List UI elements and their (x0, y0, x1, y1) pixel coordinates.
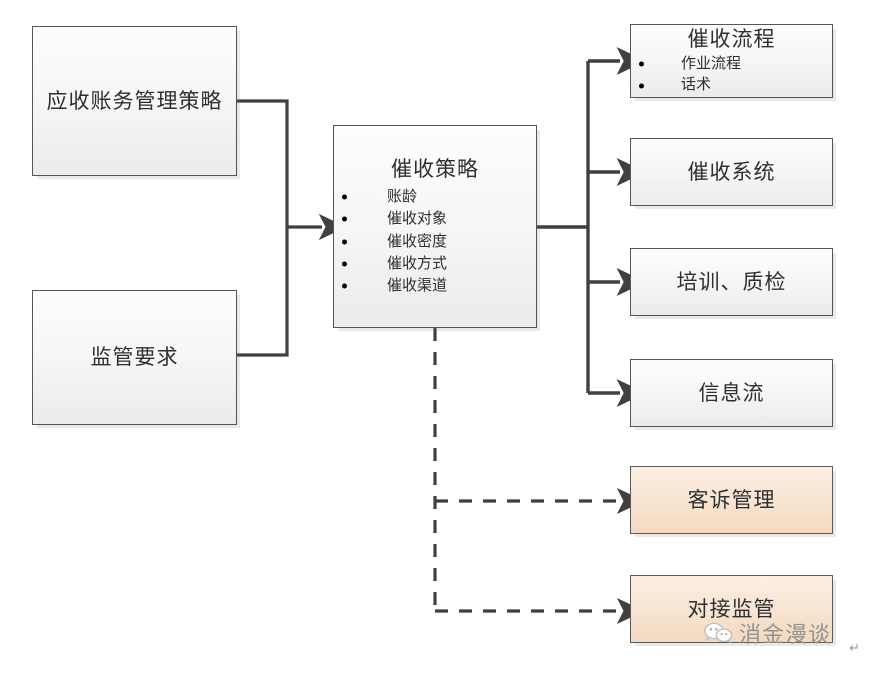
watermark-text: 消金漫谈 (739, 622, 832, 647)
node-information-flow[interactable]: 信息流 (630, 359, 833, 427)
bullet-dot (639, 61, 644, 67)
list-item: 作业流程 (631, 54, 832, 75)
watermark: 消金漫谈 (703, 617, 831, 649)
node-regulatory-requirements[interactable]: 监管要求 (32, 290, 237, 425)
bullet-label: 催收对象 (387, 211, 448, 228)
node-label: 客诉管理 (687, 487, 776, 512)
bullet-dot (342, 239, 347, 245)
connector-strategy-trunk (537, 61, 590, 393)
bullet-dot (342, 283, 347, 289)
bullet-label: 账龄 (387, 189, 418, 206)
list-item: 催收方式 (334, 253, 536, 275)
list-item: 催收渠道 (334, 275, 536, 297)
connector-ar-to-strategy (237, 99, 289, 227)
bullet-label: 作业流程 (681, 55, 742, 72)
strategy-bullet-list: 账龄 催收对象 催收密度 催收方式 催收渠道 (334, 186, 536, 297)
node-training-quality-check[interactable]: 培训、质检 (630, 248, 833, 316)
node-label: 监管要求 (90, 345, 179, 370)
bullet-dot (342, 261, 347, 267)
node-label: 对接监管 (687, 596, 776, 621)
list-item: 催收对象 (334, 208, 536, 230)
node-accounts-receivable-strategy[interactable]: 应收账务管理策略 (32, 26, 237, 176)
node-label: 信息流 (698, 380, 765, 405)
process-bullet-list: 作业流程 话术 (631, 54, 832, 97)
bullet-dot (342, 194, 347, 200)
node-label: 催收流程 (687, 26, 776, 51)
node-label: 应收账务管理策略 (46, 88, 223, 113)
bullet-label: 话术 (681, 77, 712, 94)
list-item: 催收密度 (334, 231, 536, 253)
connector-reg-to-strategy (237, 227, 289, 357)
node-collection-system[interactable]: 催收系统 (630, 138, 833, 206)
bullet-dot (342, 216, 347, 222)
wechat-icon (704, 622, 733, 644)
paragraph-mark: ↵ (849, 640, 860, 655)
bullet-label: 催收密度 (387, 233, 448, 250)
node-label: 催收系统 (687, 159, 776, 184)
list-item: 账龄 (334, 186, 536, 208)
bullet-label: 催收方式 (387, 255, 448, 272)
node-label: 催收策略 (391, 156, 479, 181)
bullet-dot (639, 83, 644, 89)
bullet-label: 催收渠道 (387, 277, 448, 294)
node-collection-process[interactable]: 催收流程 作业流程 话术 (630, 24, 833, 98)
list-item: 话术 (631, 75, 832, 96)
node-collection-strategy[interactable]: 催收策略 账龄 催收对象 催收密度 催收方式 催收渠道 (333, 125, 537, 328)
node-complaint-management[interactable]: 客诉管理 (630, 466, 833, 534)
node-label: 培训、质检 (676, 269, 787, 294)
node-supervision-interface[interactable]: 对接监管 (630, 575, 833, 643)
